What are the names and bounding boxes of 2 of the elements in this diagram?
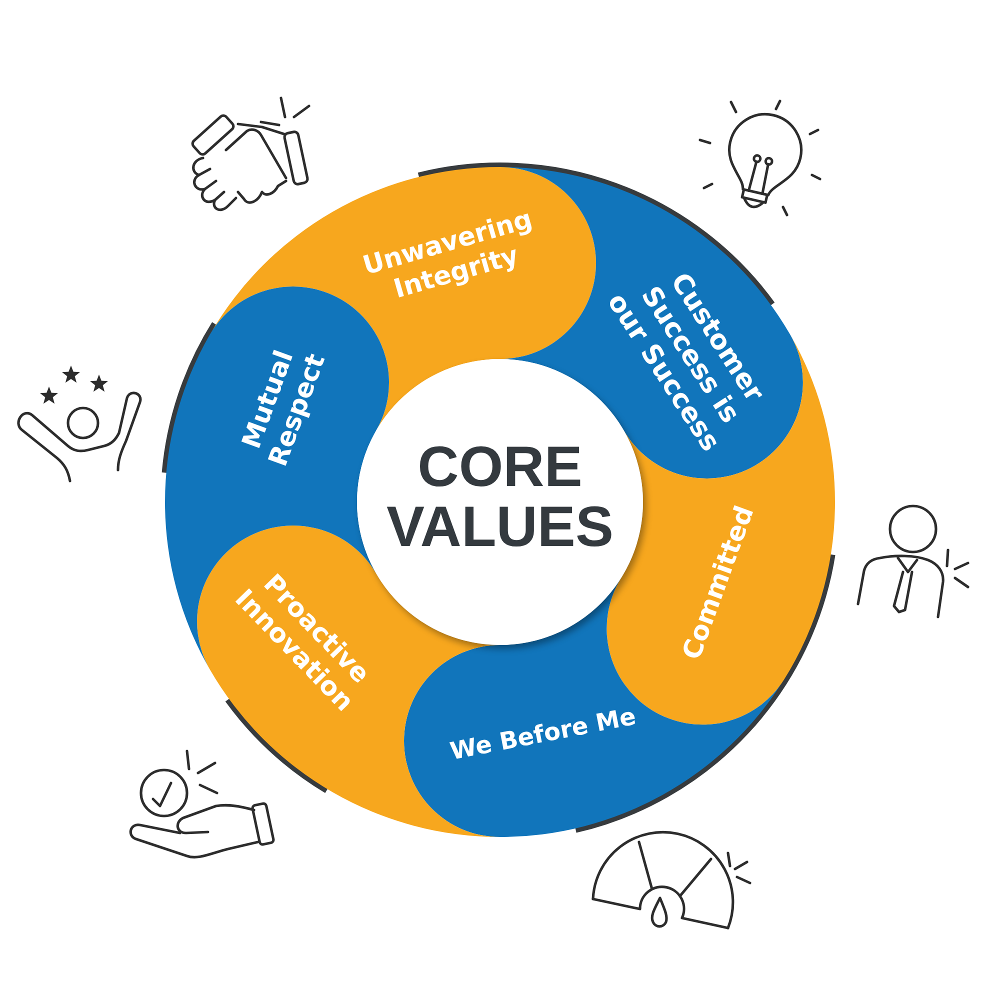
segment-label: We Before Me: [446, 702, 640, 766]
center-title: CORE VALUES: [386, 438, 614, 558]
